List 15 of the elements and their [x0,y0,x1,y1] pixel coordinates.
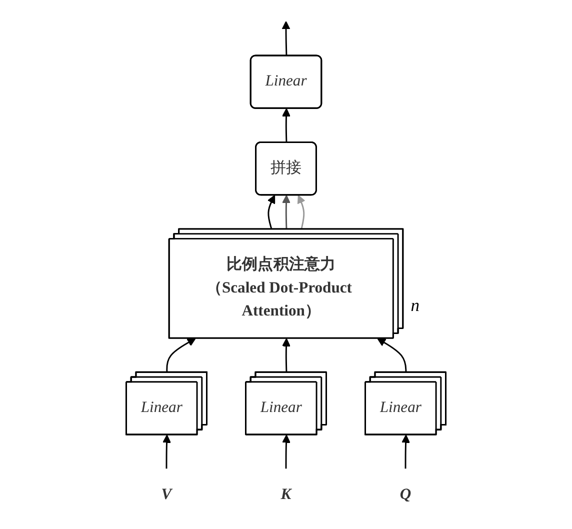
arrow [401,434,410,469]
arrow [282,108,291,143]
node-text: Q [400,486,412,503]
arrow [162,434,172,469]
arrow [282,434,291,469]
arrow [166,338,196,373]
arrow [282,338,291,373]
arrow [377,338,407,373]
arrow [282,194,291,230]
node-text: K [280,486,292,503]
arrow [297,194,306,230]
node-text: V [161,486,172,503]
arrow [267,194,276,230]
arrow [282,21,290,56]
node-caption: n [410,294,420,315]
